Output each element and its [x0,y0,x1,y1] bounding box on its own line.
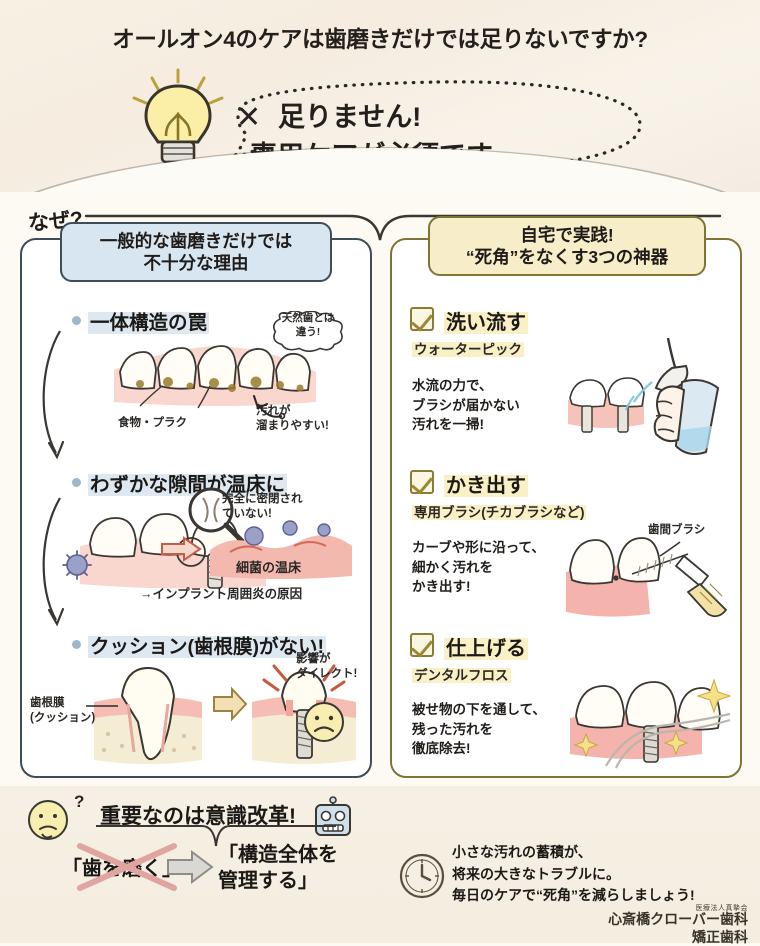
left-heading-line-1: 一般的な歯磨きだけでは [99,231,293,251]
left-item-1-pointer-icon [253,395,286,420]
checkbox-checked-icon-1[interactable] [410,307,434,331]
checkbox-checked-icon-2[interactable] [410,470,434,494]
left-item-3-leader-line [86,705,118,707]
question-mark-icon: ? [74,792,85,811]
right-item-2-note: 歯間ブラシ [648,524,706,536]
right-item-2-subtitle: 専用ブラシ(チカブラシなど) [412,505,587,520]
right-item-1-body: 水流の力で、 ブラシが届かない 汚れを一掃! [412,378,520,433]
left-item-3-title: クッション(歯根膜)がない! [88,636,326,658]
left-item-2-caption-b: 細菌の温床 [236,560,302,575]
right-item-1-title: 洗い流す [444,312,528,334]
left-item-1-caption-b: 汚れが 溜まりやすい! [256,405,329,432]
left-heading-line-2: 不十分な理由 [143,253,249,274]
bullet-icon-3 [72,640,81,649]
right-item-2-title: かき出す [444,475,528,497]
panel-connector [84,214,722,241]
left-item-2-caption-c: →インプラント周囲炎の原因 [140,587,303,601]
answer-line-2: 専用ケアが必須です。 [250,141,518,171]
magnifier-icon [188,487,245,544]
left-panel-heading: 一般的な歯磨きだけでは 不十分な理由 [60,222,332,283]
speech-bubble [228,80,642,172]
right-item-1-subtitle: ウォーターピック [412,342,524,357]
bacteria-icon [62,550,92,580]
right-heading-line-2: “死角”をなくす3つの神器 [465,247,669,268]
lightbulb-icon [132,68,224,174]
left-item-1-title: 一体構造の罠 [88,312,210,334]
right-arrow-icon [167,850,214,884]
footer-heading: 重要なのは意識改革! [100,805,296,828]
right-item-3-subtitle: デンタルフロス [412,668,511,683]
page-title: オールオン4のケアは歯磨きだけでは足りないですか? [112,27,648,52]
clinic-name: 心斎橋クローバー歯科 矯正歯科 [608,911,748,945]
left-item-2-title: わずかな隙間が温床に [88,474,288,496]
right-item-2-body: カーブや形に沿って、 細かく汚れを かき出す! [412,540,545,595]
checkbox-checked-icon-3[interactable] [410,633,434,657]
left-item-3-caption-b: 影響が ダイレクト! [296,653,358,680]
right-item-3-body: 被せ物の下を通して、 残った汚れを 徹底除去! [412,702,546,757]
tan-arrow-icon [213,686,248,722]
bullet-icon-2 [72,478,81,487]
header-section: オールオン4のケアは歯磨きだけでは足りないですか? ✕ 足りません! [0,0,760,192]
thought-bubble-1 [272,311,343,353]
left-item-1-thought-text: 天然歯とは 違う! [281,312,335,339]
left-item-2-caption-a: 完全に密閉され ていない! [222,493,303,520]
clinic-corporation-name: 医療法人真摯会 [695,905,748,912]
natural-tooth-illustration [94,666,202,764]
left-item-1-caption-a: 食物・プラク [118,417,187,429]
cross-out-icon [77,843,177,891]
bacteria-bed-illustration [210,520,352,579]
right-panel-heading: 自宅で実践! “死角”をなくす3つの神器 [428,216,706,277]
answer-line-1: 足りません! [278,102,422,132]
bullet-icon-1 [72,316,81,325]
clock-icon [399,853,445,899]
right-item-3-title: 仕上げる [444,638,528,660]
teeth-bridge-plaque-illustration [114,345,316,409]
right-heading-line-1: 自宅で実践! [520,225,614,245]
flow-arrow-2-icon [42,497,65,627]
sad-face-icon [304,702,344,742]
footer-note: 小さな汚れの蓄積が、 将来の大きなトラブルに。 毎日のケアで“死角”を減らしまし… [452,844,695,904]
x-mark-icon: ✕ [236,101,262,134]
waterpik-hand-illustration [568,337,720,455]
interdental-brush-illustration [566,537,728,618]
flow-arrow-1-icon [42,330,65,460]
thinking-face-icon [28,800,68,840]
red-arrow-icon [161,536,202,562]
dental-floss-implant-illustration [570,678,732,769]
footer-connector [96,825,336,847]
footer-after-label: 「構造全体を 管理する」 [218,844,338,893]
left-item-3-caption-a: 歯根膜 (クッション) [30,697,96,724]
